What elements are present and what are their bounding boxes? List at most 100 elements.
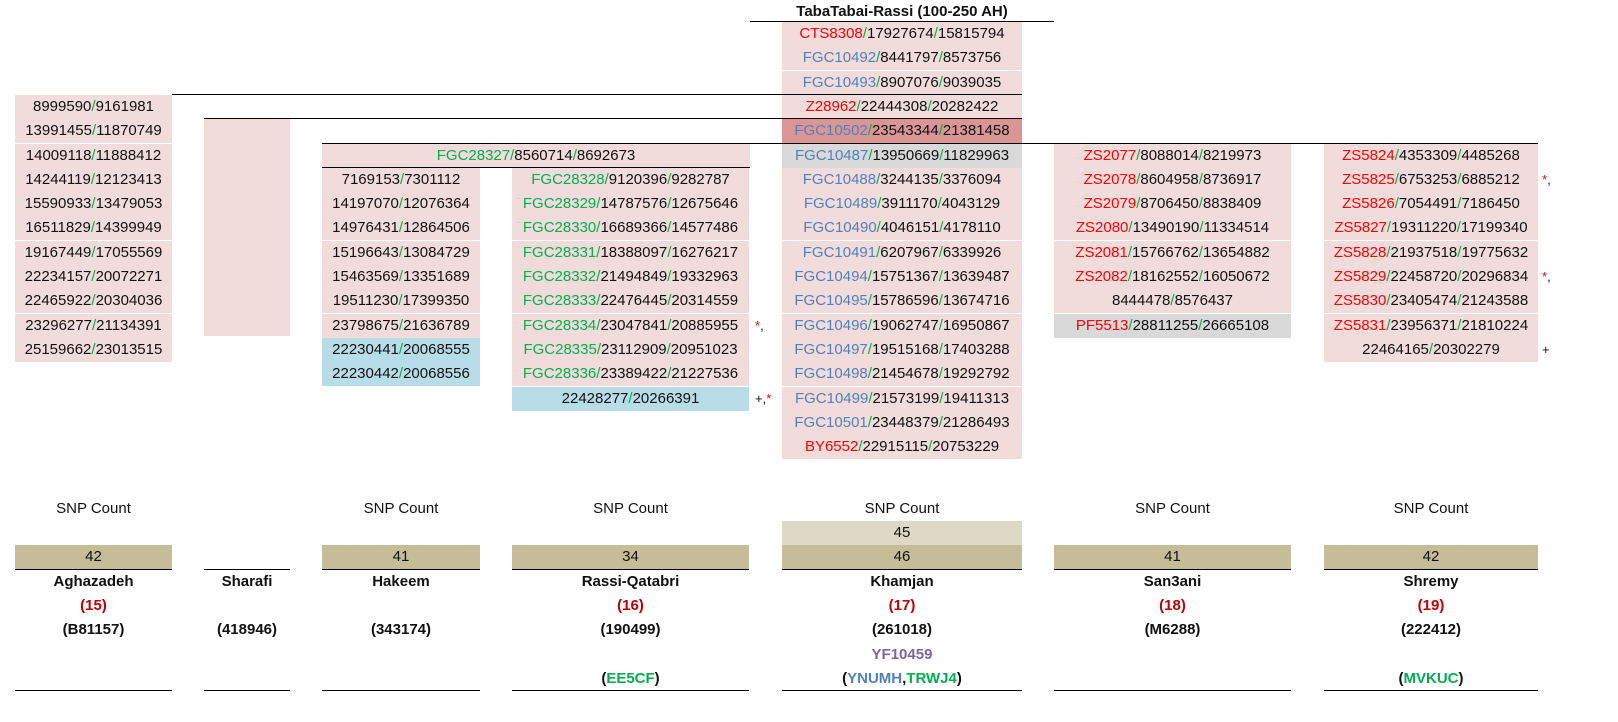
position-1: 15196643 (332, 243, 399, 261)
position-1: 13950669 (872, 146, 940, 164)
position-2: 8219973 (1202, 146, 1262, 164)
position-1: 22458720 (1390, 268, 1458, 285)
snp-name: FGC28327 (436, 146, 511, 164)
separator: / (604, 170, 609, 188)
position-1: 8907076 (880, 73, 939, 91)
position-1: 22234157 (24, 268, 92, 285)
snp-row: ZS5831/23956371/21810224 (1324, 313, 1538, 338)
sharafi-block (204, 119, 290, 336)
branch-extra-kits: (EE5CF) (601, 670, 660, 687)
snp-name: FGC10487 (794, 146, 869, 164)
branch-name: Aghazadeh (53, 573, 134, 590)
snp-row: ZS5827/19311220/17199340 (1324, 216, 1538, 241)
snp-row: FGC28335/23112909/20951023 (512, 337, 749, 362)
snp-count-value: 41 (1054, 545, 1291, 569)
separator: / (1128, 316, 1133, 334)
position-1: 19167449 (24, 243, 92, 261)
snp-row: FGC10497/19515168/17403288 (782, 337, 1022, 362)
separator: / (1456, 219, 1461, 237)
position-2: 21227536 (671, 365, 739, 383)
snp-name: ZS5829 (1333, 268, 1387, 285)
snp-name: FGC10488 (802, 170, 877, 188)
separator: / (938, 170, 943, 188)
separator: / (398, 219, 404, 237)
snp-row: 14976431/12864506 (322, 216, 480, 241)
position-2: 6885212 (1461, 170, 1520, 188)
position-1: 22428277 (561, 389, 629, 407)
snp-row: FGC10494/15751367/13639487 (782, 265, 1022, 289)
position-1: 14009118 (25, 146, 92, 164)
snp-row: FGC28327/8560714/8692673 (322, 143, 750, 168)
position-2: 13674716 (942, 292, 1010, 310)
separator: / (938, 316, 943, 334)
branch-line-aghazadeh (172, 94, 1022, 95)
snp-row: 15196643/13084729 (322, 240, 480, 265)
position-2: 20951023 (670, 340, 738, 358)
branch-kit: (261018) (871, 621, 933, 638)
separator: / (1198, 170, 1203, 188)
position-2: 8576437 (1174, 292, 1233, 310)
position-1: 15590933 (24, 195, 92, 213)
snp-row: FGC10502/23543344/21381458 (782, 119, 1022, 144)
separator: / (867, 122, 872, 140)
position-1: 21573199 (872, 389, 940, 407)
snp-mark: +,* (755, 390, 772, 406)
snp-count-value: 46 (782, 545, 1022, 569)
separator: / (867, 340, 872, 358)
separator: / (596, 219, 601, 237)
separator: / (1127, 268, 1133, 285)
snp-row: CTS8308/17927674/15815794 (782, 22, 1022, 46)
position-2: 17399350 (402, 292, 470, 310)
position-1: 21454678 (871, 365, 939, 383)
snp-name: FGC28331 (522, 243, 597, 261)
snp-count-label: SNP Count (1393, 500, 1469, 517)
position-2: 6339926 (942, 243, 1002, 261)
separator: / (596, 243, 601, 261)
extra-kit: YNUMH (847, 670, 903, 687)
snp-row: 15463569/13351689 (322, 265, 480, 289)
snp-name: FGC28330 (522, 219, 597, 237)
separator: / (596, 365, 601, 383)
position-2: 16950867 (942, 316, 1010, 334)
position-1: 19062747 (871, 316, 939, 334)
branch-underline (15, 569, 172, 570)
position-2: 9161981 (95, 97, 154, 115)
position-1: 15463569 (332, 268, 399, 285)
separator: / (939, 146, 944, 164)
position-1: 19515168 (871, 340, 939, 358)
position-2: 8692673 (576, 146, 636, 164)
position-1: 8560714 (514, 146, 573, 164)
snp-count-label: SNP Count (1135, 500, 1210, 517)
position-1: 23296277 (25, 316, 92, 334)
separator: / (1198, 243, 1203, 261)
snp-name: FGC28329 (522, 195, 597, 213)
position-1: 19511230 (332, 292, 399, 310)
branch-underline (512, 569, 749, 570)
separator: / (596, 268, 601, 285)
snp-name: FGC28328 (531, 170, 605, 188)
separator: / (91, 316, 97, 334)
position-1: 4353309 (1398, 146, 1458, 164)
position-2: 3376094 (942, 170, 1002, 188)
snp-row: FGC28330/16689366/14577486 (512, 216, 749, 241)
snp-name: FGC10491 (802, 243, 877, 261)
snp-row: 14009118/11888412 (15, 143, 172, 168)
snp-name: ZS2082 (1075, 268, 1128, 285)
separator: / (867, 413, 872, 431)
separator: / (1386, 219, 1392, 237)
snp-row: FGC10492/8441797/8573756 (782, 46, 1022, 71)
snp-count-label: SNP Count (56, 500, 131, 517)
separator: / (398, 268, 404, 285)
position-2: 20068556 (403, 365, 470, 383)
snp-row: ZS2081/15766762/13654882 (1054, 240, 1291, 265)
snp-row: 19167449/17055569 (15, 240, 172, 265)
snp-row: 22230442/20068556 (322, 362, 480, 387)
separator: / (1198, 195, 1203, 213)
position-1: 14244119 (25, 170, 91, 188)
separator: / (91, 292, 96, 310)
position-1: 7054491 (1398, 195, 1458, 213)
snp-name: FGC28335 (523, 340, 597, 358)
snp-name: FGC28336 (522, 365, 597, 383)
position-1: 15751367 (871, 268, 939, 285)
snp-row: 22465922/20304036 (15, 289, 172, 314)
